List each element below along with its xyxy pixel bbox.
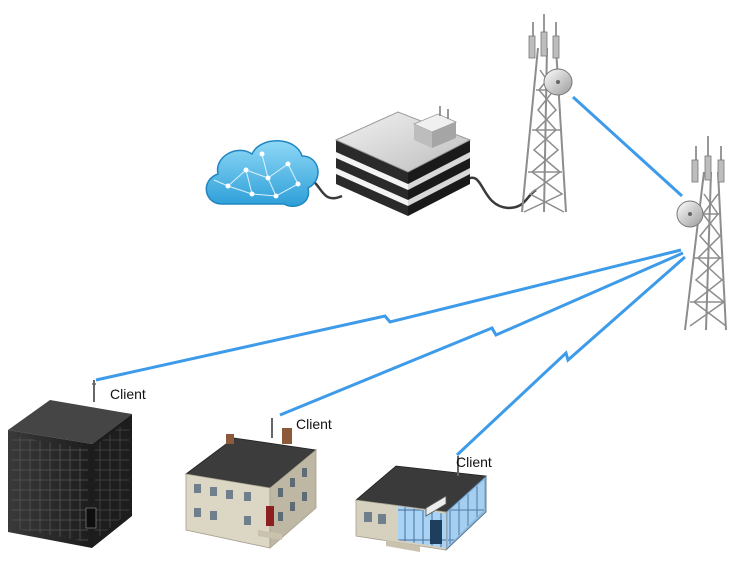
server-router-icon (334, 106, 472, 216)
link-tower-to-shop (455, 255, 686, 457)
link-tower-to-tower (571, 95, 684, 198)
cable-router-tower (465, 176, 537, 210)
wireless-links (95, 95, 686, 457)
office-building-icon (8, 380, 132, 548)
house-icon (185, 418, 317, 549)
client-label-shop: Client (456, 454, 492, 470)
radio-tower-icon (521, 14, 573, 213)
link-tower-to-house (279, 251, 684, 417)
client-label-house: Client (296, 416, 332, 432)
storefront-icon (355, 456, 487, 552)
link-tower-to-office (95, 248, 682, 382)
internet-cloud-icon (205, 140, 319, 208)
radio-tower-icon (676, 136, 727, 331)
client-label-office: Client (110, 386, 146, 402)
